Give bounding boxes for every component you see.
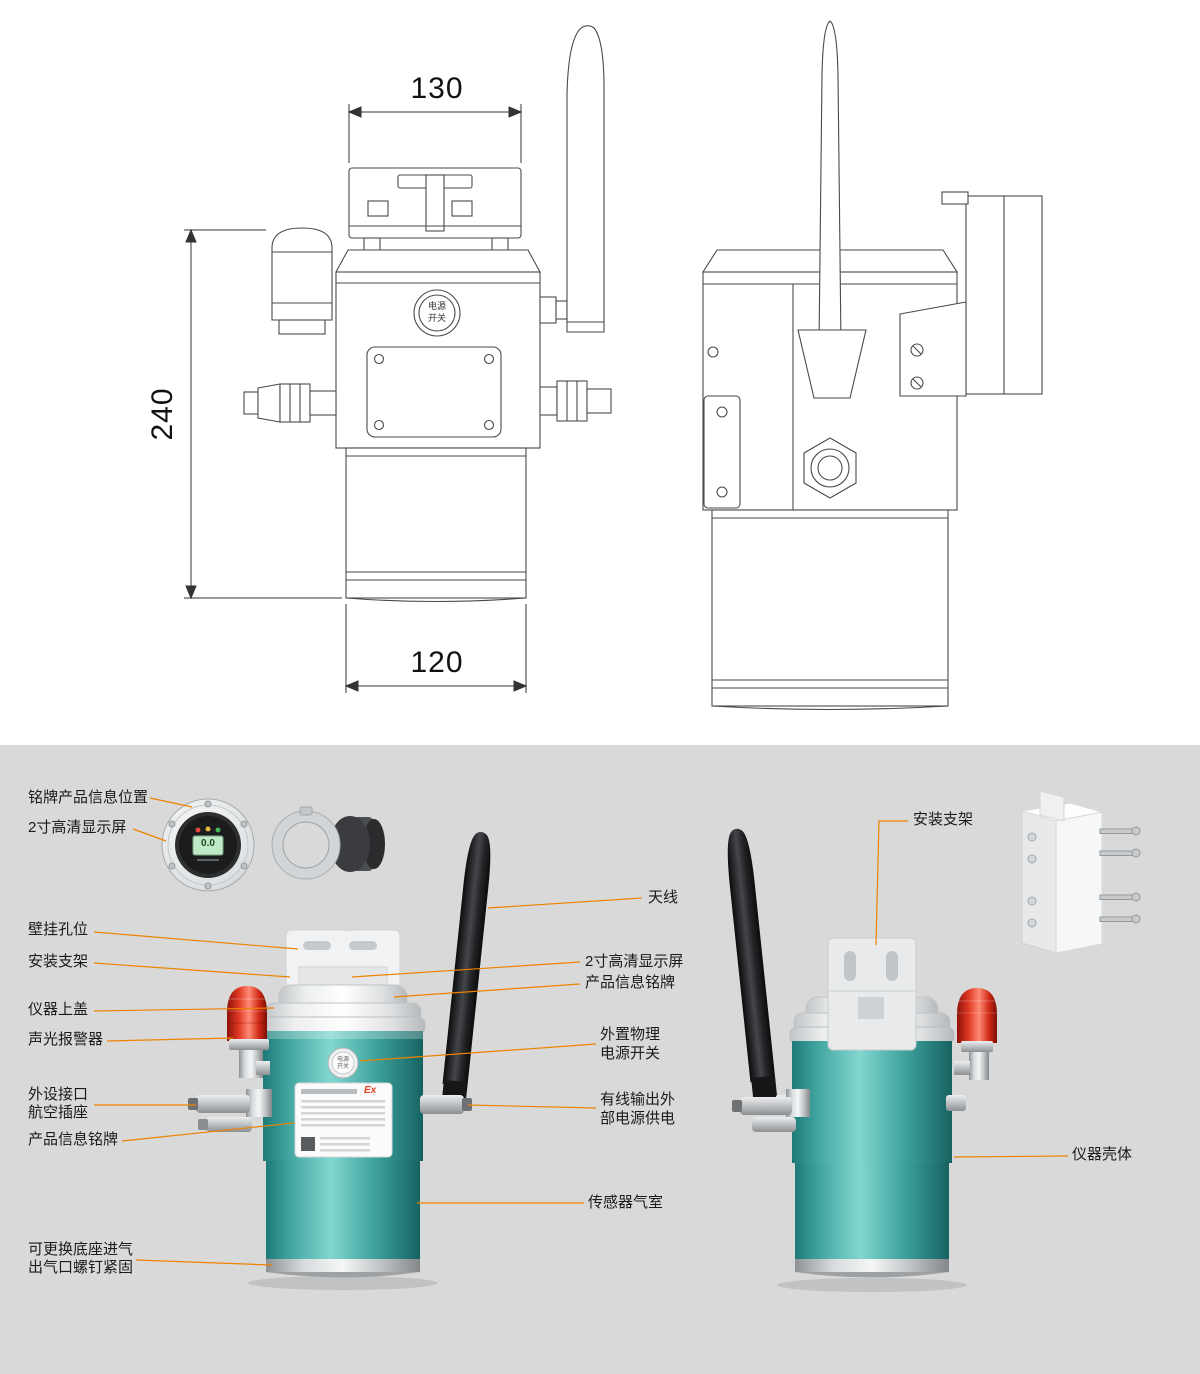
nameplate [294, 1082, 393, 1158]
side-view-drawing [701, 20, 1043, 711]
callout-product-nameplate-2: 产品信息铭牌 [585, 974, 676, 991]
power-switch-mini-label: 电源 开关 [336, 1057, 349, 1070]
callout-alarm-beacon: 声光报警器 [28, 1031, 104, 1048]
callout-sensor-chamber: 传感器气室 [588, 1194, 664, 1211]
alarm-beacon [227, 986, 270, 1078]
callout-nameplate-info-position: 铭牌产品信息位置 [28, 789, 149, 806]
callout-outlet-screw-fastening: 出气口螺钉紧固 [28, 1259, 134, 1276]
alarm-beacon-back [954, 988, 997, 1080]
antenna [441, 831, 491, 1104]
sensor-chamber [266, 1161, 420, 1278]
callout-external-power-switch: 外置物理 电源开关 [600, 1026, 661, 1062]
product-renders [93, 790, 1141, 1292]
aviation-socket [188, 1089, 272, 1132]
callout-display-screen-2: 2寸高清显示屏 [585, 953, 684, 970]
display-screen-detail [161, 798, 255, 892]
display-module-detail [271, 806, 385, 880]
product-render-section: 0.0 Ex 电源 开关 铭牌产品信息位置 2寸高清显示屏 壁挂孔位 安装支架 … [0, 745, 1200, 1374]
callout-wall-mount-holes: 壁挂孔位 [28, 921, 89, 938]
dimension-width-top: 130 [410, 72, 464, 105]
callout-product-nameplate: 产品信息铭牌 [28, 1131, 119, 1148]
wired-output-port [420, 1095, 472, 1114]
ex-certification-mark: Ex [364, 1085, 377, 1096]
technical-drawing-section: 130 240 120 电源 开关 [146, 20, 1043, 711]
mounting-bracket-detail [1021, 790, 1141, 954]
callout-display-screen: 2寸高清显示屏 [28, 819, 127, 836]
ports-back [732, 1089, 966, 1132]
callout-mounting-bracket: 安装支架 [28, 953, 89, 970]
callout-peripheral-port: 外设接口 [28, 1086, 89, 1103]
callout-aviation-socket: 航空插座 [28, 1104, 89, 1121]
callout-instrument-housing: 仪器壳体 [1072, 1146, 1133, 1163]
front-view-drawing [243, 25, 612, 603]
dimension-lines [184, 104, 528, 693]
antenna-back [727, 828, 777, 1100]
wall-bracket [285, 921, 401, 994]
power-switch [327, 1047, 359, 1079]
callout-leader-lines [93, 797, 1069, 1266]
dimension-width-bottom: 120 [410, 646, 464, 679]
power-switch-label: 电源 开关 [427, 301, 446, 323]
callout-mounting-bracket-2: 安装支架 [913, 811, 974, 828]
callout-antenna: 天线 [648, 889, 679, 906]
callout-wired-power-output: 有线输出外 部电源供电 [600, 1091, 676, 1127]
display-value: 0.0 [201, 838, 215, 849]
callout-top-cover: 仪器上盖 [28, 1001, 89, 1018]
back-render [727, 828, 997, 1292]
mounting-bracket-back [827, 937, 917, 1051]
top-cover [260, 984, 426, 1035]
dimension-height: 240 [146, 387, 179, 441]
callout-replaceable-base-inlet: 可更换底座进气 [28, 1241, 134, 1258]
front-render [188, 831, 491, 1290]
technical-line-drawings [184, 20, 1043, 711]
